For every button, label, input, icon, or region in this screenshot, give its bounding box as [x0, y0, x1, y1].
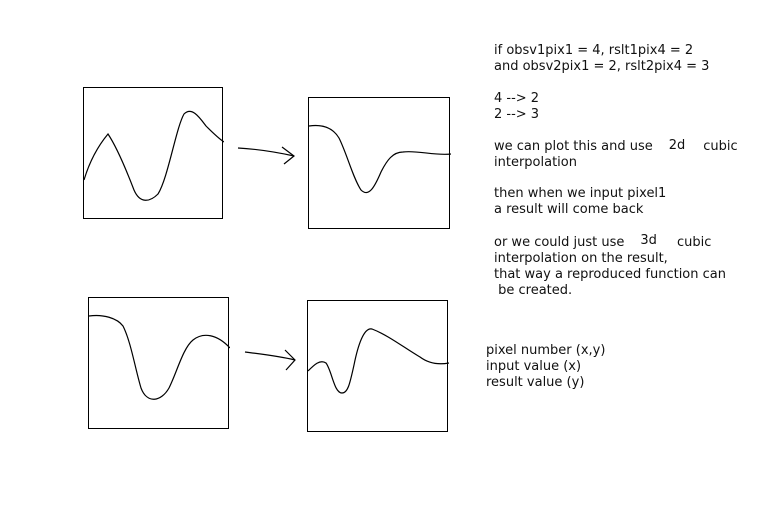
note-line: or we could just use 3d cubic: [494, 233, 726, 251]
note-line: 2 --> 3: [494, 107, 540, 122]
note-mapping: 4 --> 2 2 --> 3: [494, 91, 539, 123]
note-observation-values: if obsv1pix1 = 4, rslt1pix4 = 2 and obsv…: [494, 43, 709, 75]
result-plot-2: [307, 300, 449, 432]
note-line: 4 --> 2: [494, 91, 540, 106]
observed-curve-2: [89, 314, 230, 400]
result-curve-1: [309, 124, 451, 194]
dimension-tag: 2d: [668, 138, 686, 153]
note-2d-interpolation: we can plot this and use 2d cubic interpol…: [494, 138, 738, 171]
result-plot-1: [308, 97, 451, 229]
note-line: that way a reproduced function can: [494, 267, 726, 282]
result-curve-2: [308, 328, 449, 394]
arrow-right-icon: [244, 349, 296, 371]
note-text: we can plot this and use: [494, 139, 653, 154]
note-input-result: then when we input pixel1 a result will …: [494, 186, 666, 218]
note-line: if obsv1pix1 = 4, rslt1pix4 = 2: [494, 43, 694, 58]
note-line: a result will come back: [494, 202, 644, 217]
observed-curve-1: [84, 110, 224, 201]
note-3d-interpolation: or we could just use 3d cubic interpolatio…: [494, 233, 726, 299]
note-text: or we could just use: [494, 235, 625, 250]
note-text: cubic: [676, 235, 712, 250]
note-line: then when we input pixel1: [494, 186, 667, 201]
note-line: interpolation on the result,: [494, 251, 668, 266]
note-line: we can plot this and use 2d cubic: [494, 138, 738, 155]
note-text: cubic: [703, 139, 738, 154]
legend-line: result value (y): [486, 375, 585, 390]
note-line: be created.: [494, 283, 573, 298]
legend-line: pixel number (x,y): [486, 343, 606, 358]
legend-definitions: pixel number (x,y) input value (x) resul…: [486, 343, 605, 391]
note-line: interpolation: [494, 155, 577, 170]
legend-line: input value (x): [486, 359, 582, 374]
observed-plot-1: [83, 87, 224, 219]
arrow-right-icon: [237, 146, 295, 165]
dimension-tag: 3d: [640, 233, 657, 248]
observed-plot-2: [88, 297, 230, 429]
note-line: and obsv2pix1 = 2, rslt2pix4 = 3: [494, 59, 710, 74]
